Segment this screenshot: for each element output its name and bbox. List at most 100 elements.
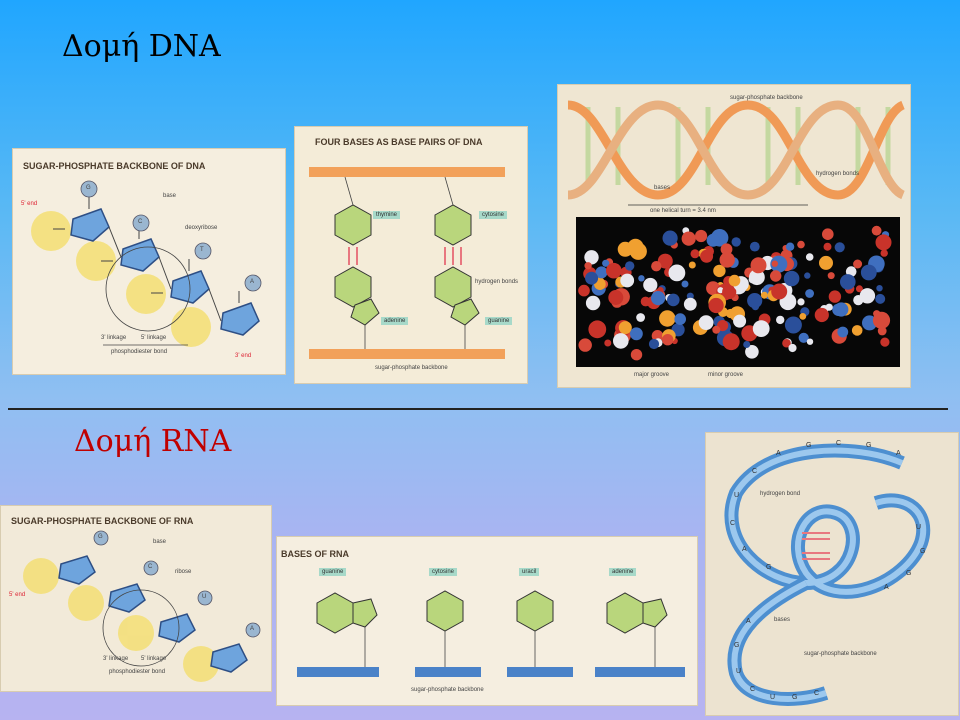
rna-fold-letter: C bbox=[730, 520, 735, 527]
adenine-tag: adenine bbox=[381, 317, 409, 325]
atom-sphere bbox=[651, 261, 662, 272]
dna-base-pairs-drawing bbox=[309, 167, 505, 359]
atom-sphere bbox=[784, 316, 802, 334]
atom-sphere bbox=[749, 241, 760, 252]
atom-sphere bbox=[875, 293, 886, 304]
atom-sphere bbox=[690, 249, 700, 259]
guanine-tag: guanine bbox=[485, 317, 513, 325]
rna-fold-letter: C bbox=[836, 440, 841, 447]
atom-sphere bbox=[880, 249, 888, 257]
atom-sphere bbox=[875, 234, 892, 251]
rna-fold-letter: G bbox=[792, 694, 797, 701]
thymine-tag: thymine bbox=[373, 211, 401, 219]
rna-fold-letter: A bbox=[742, 546, 747, 553]
dna-base-label: base bbox=[163, 193, 177, 199]
helix-hbonds-label: hydrogen bonds bbox=[816, 171, 860, 177]
atom-sphere bbox=[731, 237, 741, 247]
dna-base-letter: T bbox=[200, 247, 204, 253]
dna-backbone-heading: SUGAR-PHOSPHATE BACKBONE OF DNA bbox=[23, 161, 206, 171]
atom-sphere bbox=[667, 293, 680, 307]
cytosine-tag: cytosine bbox=[429, 568, 458, 576]
rna-backbone-drawing bbox=[23, 530, 261, 682]
guanine-tag: guanine bbox=[319, 568, 347, 576]
atom-sphere bbox=[606, 262, 622, 279]
rna-fold-letter: G bbox=[806, 442, 811, 449]
dna-five-end-label: 5' end bbox=[21, 201, 38, 207]
atom-sphere bbox=[588, 320, 607, 339]
atom-sphere bbox=[725, 308, 736, 319]
rna-backbone-figure: SUGAR-PHOSPHATE BACKBONE OF RNA 5' end b… bbox=[0, 505, 272, 692]
atom-sphere bbox=[776, 315, 785, 325]
dna-sugar-label: deoxyribose bbox=[185, 225, 218, 231]
atom-sphere bbox=[825, 303, 833, 311]
atom-sphere bbox=[859, 288, 876, 304]
rna-fold-letter: A bbox=[896, 450, 901, 457]
helical-turn-label: one helical turn = 3.4 nm bbox=[650, 208, 716, 214]
atom-sphere bbox=[840, 274, 856, 290]
rna-fold-letter: C bbox=[752, 468, 757, 475]
atom-sphere bbox=[834, 302, 849, 317]
rna-fold-letter: A bbox=[776, 450, 781, 457]
atom-sphere bbox=[608, 290, 624, 305]
atom-sphere bbox=[771, 283, 788, 300]
atom-sphere bbox=[717, 287, 724, 294]
atom-sphere bbox=[668, 264, 686, 282]
rna-linkage-5: 5' linkage bbox=[141, 656, 167, 662]
atom-sphere bbox=[706, 233, 720, 247]
atom-sphere bbox=[662, 334, 674, 346]
atom-sphere bbox=[686, 292, 694, 300]
atom-sphere bbox=[700, 249, 714, 263]
dna-pairs-backbone-label: sugar-phosphate backbone bbox=[375, 365, 448, 371]
minor-groove-label: minor groove bbox=[708, 372, 744, 378]
atom-sphere bbox=[683, 297, 697, 311]
rna-fold-letter: G bbox=[766, 564, 771, 571]
atom-sphere bbox=[728, 274, 741, 287]
atom-sphere bbox=[630, 349, 643, 361]
atom-sphere bbox=[752, 320, 770, 337]
atom-sphere bbox=[602, 259, 610, 267]
cytosine-tag: cytosine bbox=[479, 211, 508, 219]
atom-sphere bbox=[770, 255, 788, 273]
atom-sphere bbox=[719, 252, 735, 268]
atom-sphere bbox=[828, 290, 842, 303]
atom-sphere bbox=[688, 261, 696, 269]
rna-bases-label: bases bbox=[774, 617, 791, 623]
atom-sphere bbox=[873, 310, 881, 318]
atom-sphere bbox=[871, 225, 882, 236]
dna-base-pairs-figure: FOUR BASES AS BASE PAIRS OF DNA thymine … bbox=[294, 126, 528, 384]
atom-sphere bbox=[834, 242, 845, 253]
rna-fold-letter: A bbox=[746, 618, 751, 625]
rna-fold-letter: U bbox=[770, 694, 775, 701]
section-divider bbox=[8, 408, 948, 410]
rna-fold-letter: G bbox=[906, 570, 911, 577]
dna-linkage-5: 5' linkage bbox=[141, 335, 167, 341]
atom-sphere bbox=[855, 285, 863, 293]
atom-sphere bbox=[613, 333, 629, 349]
atom-sphere bbox=[584, 262, 592, 270]
atom-sphere bbox=[785, 242, 795, 251]
atom-sphere bbox=[823, 242, 832, 251]
atom-sphere bbox=[760, 291, 768, 299]
atom-sphere bbox=[625, 261, 635, 271]
atom-sphere bbox=[713, 264, 726, 278]
major-groove-label: major groove bbox=[634, 372, 670, 378]
atom-sphere bbox=[806, 338, 814, 345]
atom-sphere bbox=[659, 310, 676, 327]
atom-sphere bbox=[695, 229, 708, 243]
dna-three-end-label: 3' end bbox=[235, 353, 252, 359]
rna-linkage-3: 3' linkage bbox=[103, 656, 129, 662]
atom-sphere bbox=[771, 260, 778, 267]
atom-sphere bbox=[681, 231, 696, 246]
rna-base-label: base bbox=[153, 539, 167, 545]
atom-sphere bbox=[618, 321, 632, 335]
atom-sphere bbox=[722, 333, 740, 351]
helix-bases-label: bases bbox=[654, 185, 671, 191]
atom-sphere bbox=[578, 284, 590, 297]
atom-sphere bbox=[797, 298, 805, 306]
dna-backbone-drawing bbox=[31, 180, 262, 347]
atom-sphere bbox=[745, 345, 759, 359]
page-title-rna: Δομή RNA bbox=[74, 424, 232, 459]
rna-fold-letter: U bbox=[734, 492, 739, 499]
